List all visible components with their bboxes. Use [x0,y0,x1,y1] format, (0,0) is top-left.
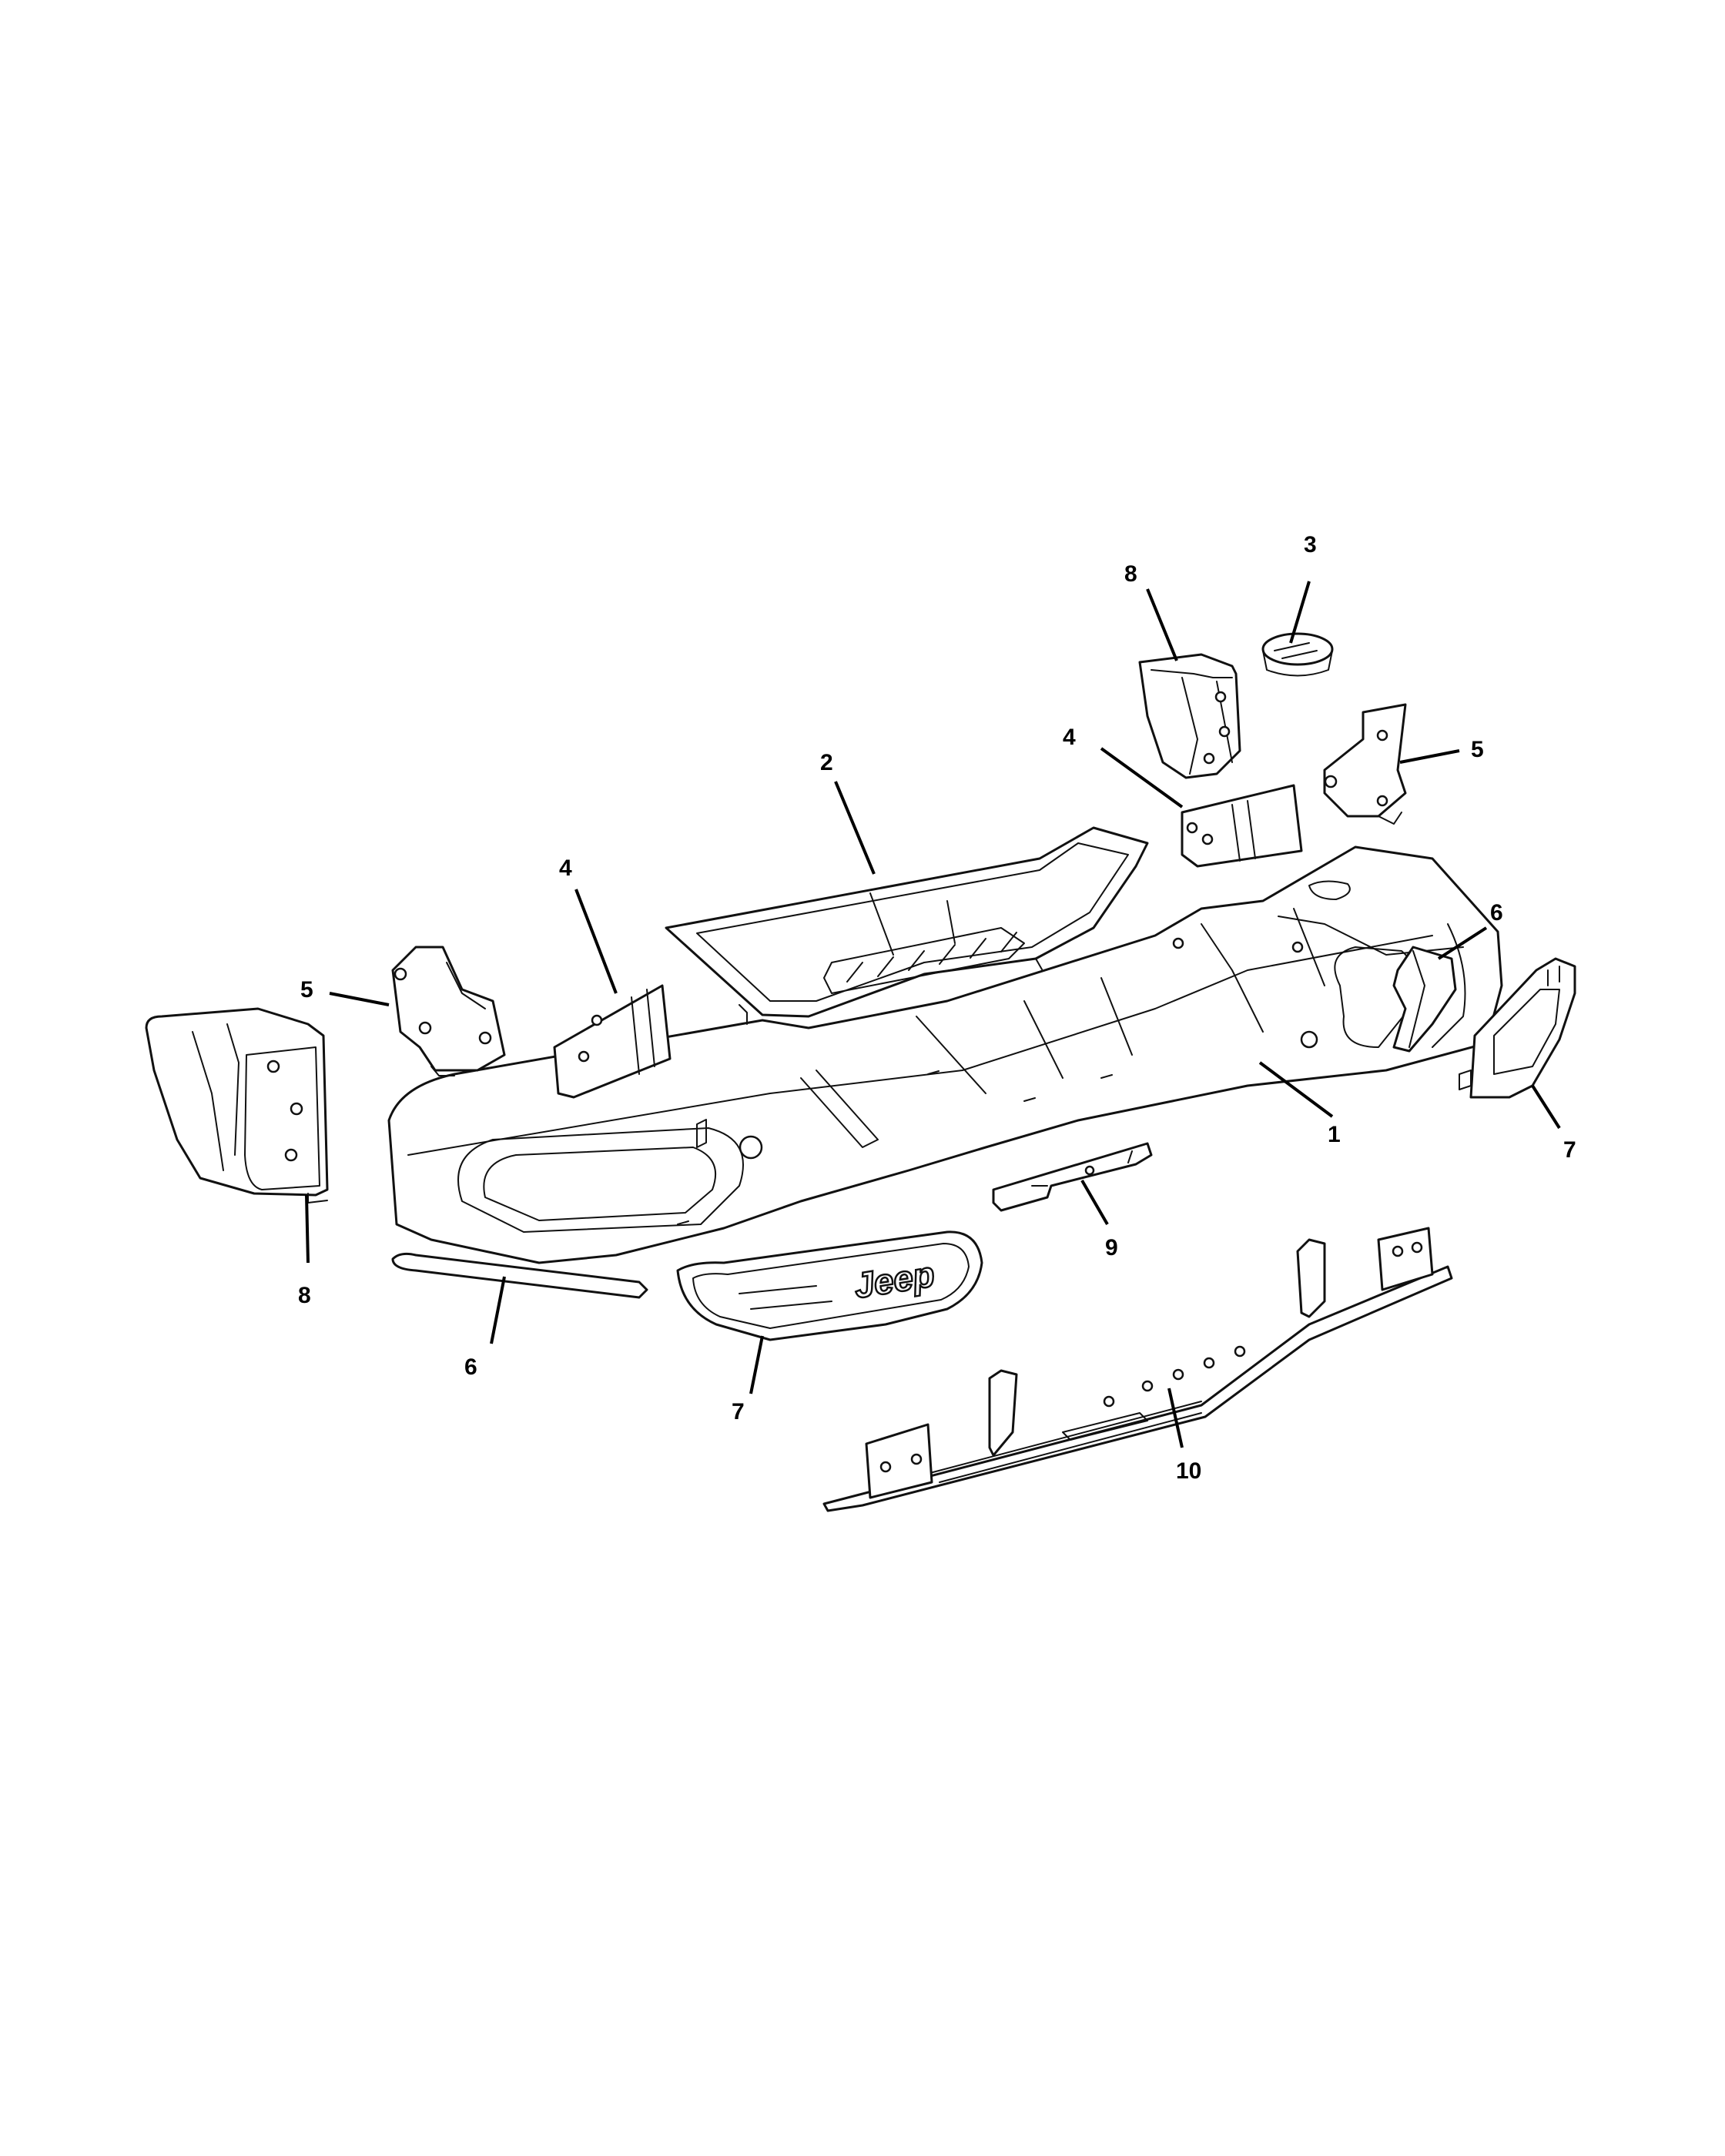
callout-9: 9 [1105,1235,1118,1260]
part-5-plate-left[interactable] [391,946,506,1076]
part-8-corner-cap-left[interactable] [145,1007,329,1204]
part-6-strip-lower[interactable] [391,1252,648,1299]
part-9-reinforcement-plate[interactable] [992,1142,1153,1212]
leader-lines [305,581,1561,1448]
part-8-corner-cap-upper[interactable] [1138,653,1241,779]
callout-6-right: 6 [1490,900,1503,926]
callout-10: 10 [1176,1458,1201,1484]
part-5-plate-right[interactable] [1323,703,1407,825]
callout-7-right: 7 [1563,1137,1576,1163]
callout-6-lower: 6 [464,1354,477,1380]
part-2-step-pad[interactable] [665,826,1149,1025]
part-4-bracket-right[interactable] [1181,784,1303,868]
callout-5-left: 5 [300,977,313,1003]
part-7-badge-trim-lower[interactable]: Jeep [676,1230,983,1341]
callout-4-left: 4 [559,855,572,881]
callout-7-lower: 7 [732,1399,745,1424]
part-7-trim-frame-right[interactable] [1459,957,1576,1099]
callout-8-left: 8 [298,1283,311,1308]
part-10-frame-beam[interactable] [822,1227,1453,1512]
part-4-bracket-left[interactable] [553,984,672,1099]
part-6-end-trim-right[interactable] [1392,946,1457,1053]
callout-4-right: 4 [1063,725,1076,750]
callout-labels: 1 2 3 4 4 5 5 6 6 7 7 8 8 9 10 [298,532,1576,1484]
callout-5-right: 5 [1471,737,1484,762]
part-3-cap[interactable] [1261,632,1334,677]
callout-8-upper: 8 [1124,561,1137,587]
callout-2: 2 [820,750,833,775]
callout-1: 1 [1328,1122,1341,1147]
callout-3: 3 [1304,532,1317,557]
